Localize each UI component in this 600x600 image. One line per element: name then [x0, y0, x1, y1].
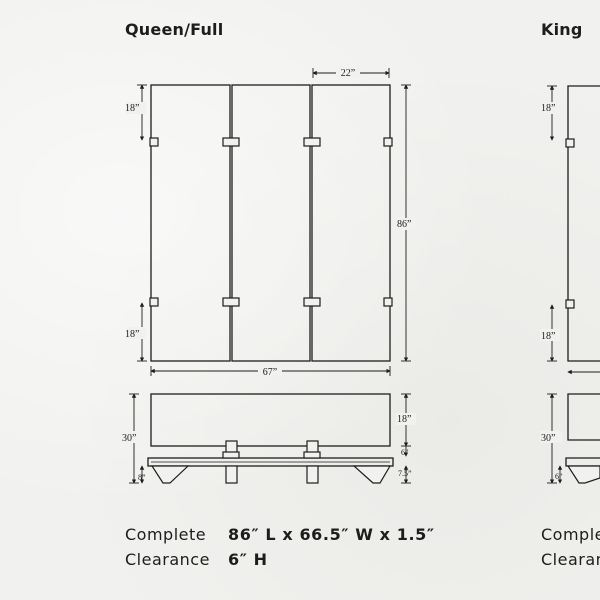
queen-front-view	[150, 84, 391, 362]
spec-row-complete: Complete 86″ L x 66.5″ W x 1.5″	[125, 522, 435, 547]
spec-value: 86″ L x 66.5″ W x 1.5″	[228, 525, 435, 544]
king-side-dimension-labels: 30” 6”	[540, 431, 563, 481]
dim-foot-left: 8”	[138, 473, 146, 482]
dim-bottom-hinge: 18”	[125, 329, 139, 340]
dim-width: 67”	[263, 367, 277, 378]
king-base-rail	[565, 457, 600, 467]
queen-dimension-labels: 22” 18” 18” 86” 67”	[125, 66, 416, 378]
queen-dimension-lines	[137, 68, 411, 376]
panel-right	[311, 84, 391, 362]
king-dim-bottom-hinge: 18”	[541, 331, 555, 342]
queen-hinges	[149, 137, 393, 307]
hinge	[383, 137, 393, 147]
foot-right	[352, 465, 392, 484]
king-dim-side-height: 30”	[541, 433, 555, 444]
queen-specs: Complete 86″ L x 66.5″ W x 1.5″ Clearance…	[125, 522, 435, 572]
bracket	[306, 440, 319, 454]
spec-row-complete: Complete	[541, 522, 600, 547]
hinge	[222, 137, 240, 147]
foot-left	[150, 465, 190, 484]
queen-side-view	[147, 393, 394, 467]
hinge	[565, 299, 575, 309]
hinge	[222, 297, 240, 307]
king-side-panel	[567, 393, 600, 441]
dim-side-height: 30”	[122, 433, 136, 444]
dim-clearance: 6”	[401, 448, 409, 457]
dim-height: 86”	[397, 219, 411, 230]
panel-middle	[231, 84, 311, 362]
side-panel	[150, 393, 391, 447]
spec-label: Clearance	[125, 550, 210, 569]
dim-side-panel: 18”	[397, 414, 411, 425]
king-specs: Complete Clearance	[541, 522, 600, 572]
spec-label: Clearance	[541, 550, 600, 569]
spec-label: Complete	[541, 525, 600, 544]
bracket	[225, 465, 238, 484]
king-side-view	[565, 393, 600, 467]
dim-foot-right: 7.5”	[398, 469, 412, 478]
bracket	[225, 440, 238, 454]
queen-side-dimension-labels: 30” 18” 6” 8” 7.5”	[119, 413, 416, 482]
spec-row-clearance: Clearance	[541, 547, 600, 572]
spec-label: Complete	[125, 525, 207, 544]
spec-value: 6″ H	[228, 550, 268, 569]
king-dim-foot: 6”	[555, 472, 563, 481]
hinge	[303, 137, 321, 147]
king-dim-top-hinge: 18”	[541, 103, 555, 114]
king-dimension-labels: 18” 18”	[540, 102, 560, 342]
queen-brackets	[150, 440, 392, 484]
spec-row-clearance: Clearance 6″ H	[125, 547, 435, 572]
hinge	[149, 297, 159, 307]
king-panel	[567, 85, 600, 362]
bracket	[306, 465, 319, 484]
dim-top-hinge: 18”	[125, 103, 139, 114]
bracket	[222, 451, 240, 459]
king-front-view	[567, 85, 600, 362]
king-hinges	[565, 138, 575, 309]
dim-panel-width: 22”	[341, 68, 355, 79]
bracket	[303, 451, 321, 459]
hinge	[149, 137, 159, 147]
queen-full-title: Queen/Full	[125, 20, 224, 39]
king-title: King	[541, 20, 583, 39]
hinge	[303, 297, 321, 307]
base-rail	[147, 457, 394, 467]
king-foot	[566, 465, 600, 484]
hinge	[565, 138, 575, 148]
panel-left	[150, 84, 231, 362]
hinge	[383, 297, 393, 307]
